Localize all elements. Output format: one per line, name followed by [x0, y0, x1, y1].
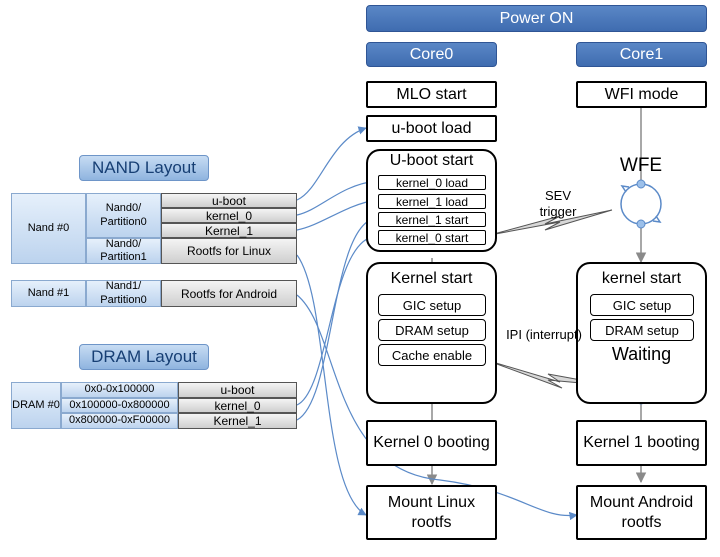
kernel-start-core1-title: kernel start — [601, 270, 682, 287]
kernel0-booting-box: Kernel 0 booting — [366, 420, 497, 466]
core1-header: Core1 — [576, 42, 707, 67]
uboot-start-group: U-boot start kernel_0 load kernel_1 load… — [366, 149, 497, 252]
dram-setup-core0: DRAM setup — [378, 319, 486, 341]
dram-range-row-2: 0x800000-0xF00000 — [61, 413, 178, 429]
cache-enable-core0: Cache enable — [378, 344, 486, 366]
dram-name-row-0: u-boot — [178, 382, 297, 398]
sev-trigger-label: SEV trigger — [539, 188, 577, 220]
nand0-partition1-cell: Nand0/ Partition1 — [86, 238, 161, 264]
nand0-rootfs-linux-row: Rootfs for Linux — [161, 238, 297, 264]
uboot-start-title: U-boot start — [389, 152, 474, 169]
nand1-rootfs-android-row: Rootfs for Android — [161, 280, 297, 307]
wfe-label: WFE — [619, 155, 663, 176]
kernel1-start-item: kernel_1 start — [378, 212, 486, 227]
kernel-start-core1-group: kernel start GIC setup DRAM setup Waitin… — [576, 262, 707, 404]
dram-range-row-1: 0x100000-0x800000 — [61, 398, 178, 413]
dram-layout-title: DRAM Layout — [79, 344, 209, 370]
dram0-cell: DRAM #0 — [11, 382, 61, 429]
gic-setup-core1: GIC setup — [590, 294, 694, 316]
kernel-start-core0-title: Kernel start — [390, 270, 473, 287]
nand0-partition0-cell: Nand0/ Partition0 — [86, 193, 161, 238]
uboot-load-box: u-boot load — [366, 115, 497, 142]
core0-header: Core0 — [366, 42, 497, 67]
nand0-cell: Nand #0 — [11, 193, 86, 264]
nand1-partition0-cell: Nand1/ Partition0 — [86, 280, 161, 307]
mlo-start-box: MLO start — [366, 81, 497, 108]
dram-setup-core1: DRAM setup — [590, 319, 694, 341]
dram-name-row-1: kernel_0 — [178, 398, 297, 413]
waiting-label: Waiting — [611, 344, 672, 364]
kernel0-load-item: kernel_0 load — [378, 175, 486, 190]
gic-setup-core0: GIC setup — [378, 294, 486, 316]
nand0-kernel0-row: kernel_0 — [161, 208, 297, 223]
kernel1-booting-box: Kernel 1 booting — [576, 420, 707, 466]
nand0-kernel1-row: Kernel_1 — [161, 223, 297, 238]
dram-range-row-0: 0x0-0x100000 — [61, 382, 178, 398]
kernel1-load-item: kernel_1 load — [378, 194, 486, 209]
nand-layout-title: NAND Layout — [79, 155, 209, 181]
power-on-bar: Power ON — [366, 5, 707, 32]
kernel0-start-item: kernel_0 start — [378, 230, 486, 245]
wfi-mode-box: WFI mode — [576, 81, 707, 108]
wfe-loop-icon — [620, 183, 662, 225]
nand1-cell: Nand #1 — [11, 280, 86, 307]
mount-android-box: Mount Android rootfs — [576, 485, 707, 540]
kernel-start-core0-group: Kernel start GIC setup DRAM setup Cache … — [366, 262, 497, 404]
mount-linux-box: Mount Linux rootfs — [366, 485, 497, 540]
dram-name-row-2: Kernel_1 — [178, 413, 297, 429]
nand0-uboot-row: u-boot — [161, 193, 297, 208]
ipi-label: IPI (interrupt) — [506, 327, 582, 342]
